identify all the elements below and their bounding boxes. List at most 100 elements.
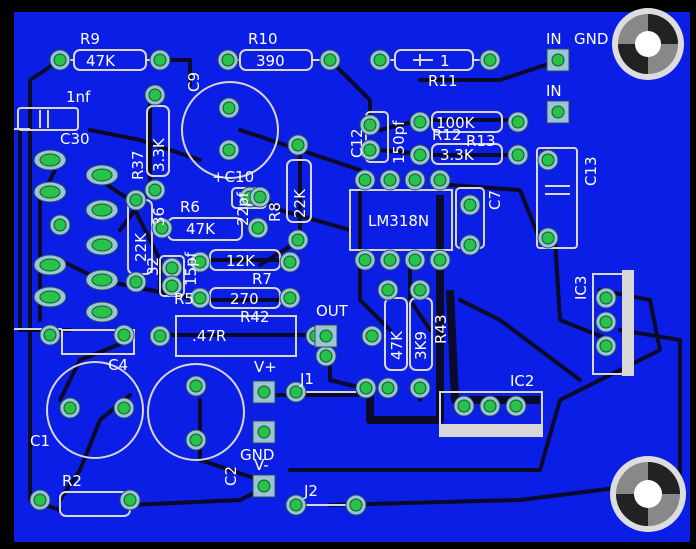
pad <box>459 194 481 216</box>
pad <box>59 397 81 419</box>
pad-square <box>546 48 570 72</box>
pad-oval <box>33 286 67 308</box>
pad <box>319 49 341 71</box>
pad <box>217 49 239 71</box>
pad-square <box>252 474 276 498</box>
label-ic2: IC2 <box>510 372 534 390</box>
pad <box>479 49 501 71</box>
pad <box>359 139 381 161</box>
label-r5-value: .47R <box>192 327 226 345</box>
label-47k-vertical: 47K <box>388 330 406 360</box>
pad-square <box>546 100 570 124</box>
label-r6-value: 47K <box>186 220 216 238</box>
label-r9: R9 <box>80 30 100 48</box>
pad <box>453 395 475 417</box>
pad <box>409 111 431 133</box>
label-r7-value: 270 <box>230 290 259 308</box>
label-gnd-bottom: GND <box>240 446 274 464</box>
pad <box>247 217 269 239</box>
label-r6: R6 <box>180 198 200 216</box>
pad <box>355 377 377 399</box>
mounting-hole-bottom-right <box>610 456 686 532</box>
pad <box>151 217 173 239</box>
label-r5: R5 <box>174 290 194 308</box>
pad <box>404 249 426 271</box>
pad <box>113 324 135 346</box>
pad <box>189 251 211 273</box>
pad <box>377 377 399 399</box>
label-c1: C1 <box>30 432 50 450</box>
pad <box>369 49 391 71</box>
pad <box>479 395 501 417</box>
pad <box>149 49 171 71</box>
pad <box>595 287 617 309</box>
label-in-2: IN <box>546 82 562 100</box>
label-c9: C9 <box>185 72 203 92</box>
pad <box>149 325 171 347</box>
silkscreen-labels: R9 47K R10 390 1 R11 IN GND IN 1nf C30 C… <box>30 30 608 500</box>
pad-square <box>252 420 276 444</box>
pad <box>345 494 367 516</box>
label-c12-value: 150pf <box>390 120 408 164</box>
pad <box>144 84 166 106</box>
pad-oval <box>33 181 67 203</box>
label-r10-value: 390 <box>256 52 285 70</box>
pad-square <box>314 324 338 348</box>
label-c30: C30 <box>60 130 90 148</box>
label-j1: J1 <box>299 370 314 388</box>
pad <box>354 249 376 271</box>
pad <box>218 97 240 119</box>
label-r43: R43 <box>432 314 450 344</box>
pad <box>249 186 271 208</box>
pad <box>285 494 307 516</box>
pad <box>429 249 451 271</box>
pad-oval <box>85 234 119 256</box>
pad <box>377 279 399 301</box>
label-c12: C12 <box>348 128 366 158</box>
pad <box>409 377 431 399</box>
label-r37: R37 <box>129 150 147 180</box>
pad <box>595 335 617 357</box>
label-c10: +C10 <box>212 168 254 186</box>
label-r8-value: 22K <box>291 188 309 218</box>
pad-oval <box>85 164 119 186</box>
label-r2: R2 <box>62 472 82 490</box>
label-lm318n: LM318N <box>368 212 429 230</box>
pad <box>404 169 426 191</box>
pad <box>29 489 51 511</box>
pad <box>161 275 183 297</box>
label-r9-value: 47K <box>86 52 116 70</box>
label-r13-value: 3.3K <box>440 146 475 164</box>
pad <box>287 134 309 156</box>
label-out: OUT <box>316 302 349 320</box>
label-r8: R8 <box>266 202 284 222</box>
label-vminus: V- <box>254 456 269 474</box>
label-c30-value: 1nf <box>66 88 91 106</box>
label-r11: R11 <box>428 72 458 90</box>
pad <box>161 257 183 279</box>
label-r10: R10 <box>248 30 278 48</box>
pad <box>189 287 211 309</box>
pad-square <box>252 380 276 404</box>
label-r12-value: 100K <box>436 114 476 132</box>
mounting-hole-top-right <box>612 8 684 80</box>
pad <box>185 375 207 397</box>
pad <box>113 397 135 419</box>
pad <box>507 111 529 133</box>
pad <box>359 114 381 136</box>
label-c10-value: 22pf <box>234 191 252 226</box>
pads <box>29 48 617 516</box>
label-vplus: V+ <box>254 358 277 376</box>
pad <box>354 169 376 191</box>
label-c13: C13 <box>582 156 600 186</box>
pad <box>49 49 71 71</box>
pad <box>505 395 527 417</box>
pad <box>39 324 61 346</box>
pad <box>507 144 529 166</box>
pad <box>279 251 301 273</box>
label-r11-value: 1 <box>440 52 450 70</box>
pad <box>185 429 207 451</box>
pad-oval <box>33 254 67 276</box>
label-r36: 36 <box>150 207 168 226</box>
